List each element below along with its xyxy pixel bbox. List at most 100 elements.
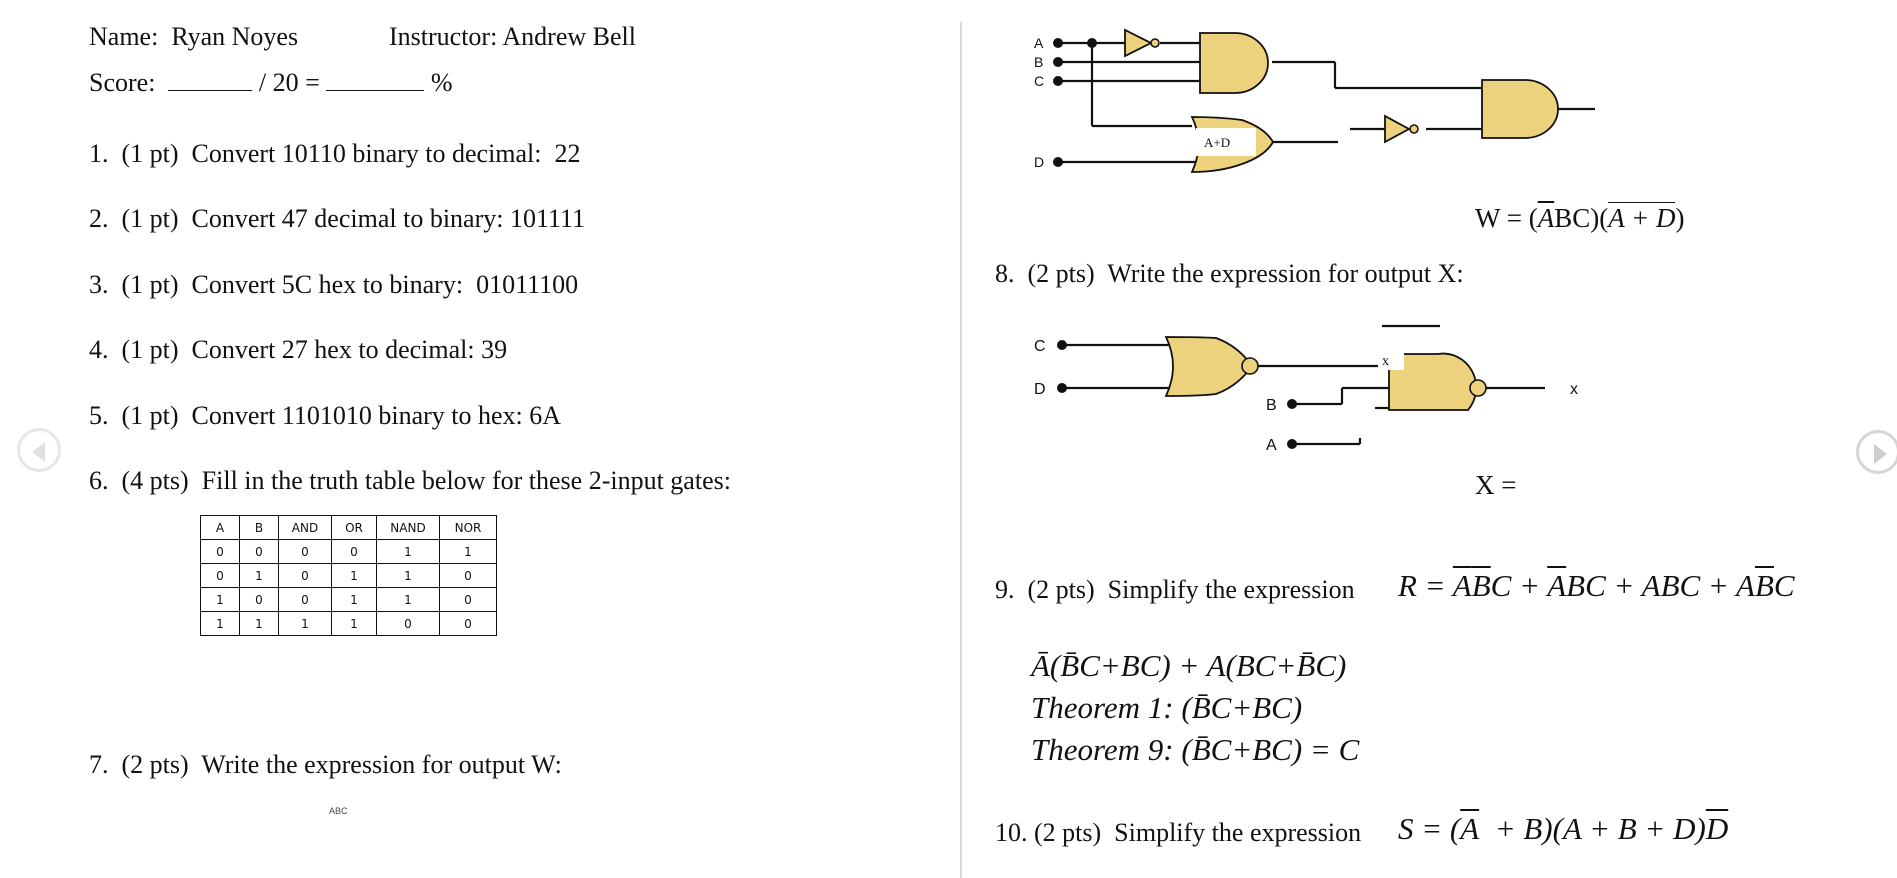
score-label: Score: (89, 68, 156, 97)
question-text: Fill in the truth table below for these … (201, 466, 731, 495)
question-number: 5. (89, 401, 109, 430)
column-header: B (239, 515, 279, 540)
score-total: / 20 = (258, 68, 320, 97)
input-label-b: B (1266, 397, 1277, 414)
table-cell: 0 (278, 539, 332, 564)
next-page-button[interactable] (1856, 430, 1897, 474)
q9-work-line-1: Ā(B̄C+BC) + A(BC+B̄C) (1031, 648, 1347, 683)
not-gate (1384, 114, 1419, 144)
input-node (1053, 38, 1063, 48)
question-text: Convert 47 decimal to binary: (191, 204, 504, 233)
instructor-label: Instructor: (389, 22, 498, 51)
question-answer: 39 (481, 335, 508, 364)
question-points: (1 pt) (121, 139, 179, 168)
question-answer: 6A (529, 401, 562, 430)
cropped-label: ABC (329, 806, 348, 816)
question-4: 4. (1 pt) Convert 27 hex to decimal: 39 (89, 335, 507, 365)
question-answer: 101111 (509, 204, 586, 233)
junction-node (1087, 38, 1097, 48)
question-number: 7. (89, 750, 109, 779)
input-node (1287, 439, 1297, 449)
name-label: Name: (89, 22, 159, 51)
table-cell: 1 (376, 539, 440, 564)
mid-label: x (1382, 354, 1389, 369)
expr-prefix: R = (1398, 568, 1453, 603)
question-8: 8. (2 pts) Write the expression for outp… (995, 259, 1464, 289)
q9-expression: R = ABC + ABC + ABC + ABC (1398, 568, 1795, 603)
question-2: 2. (1 pt) Convert 47 decimal to binary: … (89, 204, 585, 234)
input-label-c: C (1034, 338, 1046, 355)
table-cell: 1 (376, 587, 440, 612)
inversion-bubble (1469, 379, 1487, 397)
input-node (1057, 340, 1067, 350)
table-cell: 1 (439, 539, 497, 564)
and-gate (1481, 79, 1559, 139)
question-7: 7. (2 pts) Write the expression for outp… (89, 750, 562, 780)
table-cell: 0 (278, 563, 332, 588)
q10-expression: S = (A + B)(A + B + D)D (1398, 811, 1729, 846)
table-cell: 0 (200, 539, 240, 564)
column-header: OR (331, 515, 377, 540)
table-cell: 0 (439, 563, 497, 588)
chevron-left-icon (32, 442, 45, 462)
chevron-right-icon (1874, 444, 1887, 464)
question-text: Convert 1101010 binary to hex: (191, 401, 523, 430)
input-label-d: D (1034, 381, 1046, 398)
column-header: AND (278, 515, 332, 540)
question-number: 3. (89, 270, 109, 299)
name-value: Ryan Noyes (171, 22, 299, 51)
input-label-a: A (1034, 35, 1044, 51)
question-points: (2 pts) (1027, 259, 1095, 288)
input-label-c: C (1034, 73, 1044, 89)
label-box (1196, 128, 1256, 156)
or-gate-label: A+D (1204, 135, 1230, 150)
table-row: 0 0 0 0 1 1 (200, 539, 497, 564)
question-number: 1. (89, 139, 109, 168)
nand-gate (1388, 352, 1478, 411)
previous-page-button[interactable] (17, 428, 61, 472)
table-cell: 1 (200, 611, 240, 636)
question-number: 6. (89, 466, 109, 495)
instructor-value: Andrew Bell (502, 22, 636, 51)
input-node (1287, 399, 1297, 409)
table-header-row: A B AND OR NAND NOR (200, 515, 497, 540)
nor-gate (1164, 336, 1254, 397)
question-points: (1 pt) (121, 204, 179, 233)
truth-table: A B AND OR NAND NOR 0 0 0 0 1 1 0 1 0 1 … (200, 515, 497, 636)
question-text: Convert 27 hex to decimal: (191, 335, 475, 364)
question-points: (2 pts) (121, 750, 189, 779)
not-gate (1124, 28, 1160, 58)
question-points: (2 pts) (1034, 818, 1102, 847)
percent-sign: % (430, 68, 453, 97)
table-cell: 1 (331, 563, 377, 588)
table-cell: 0 (239, 539, 279, 564)
question-points: (1 pt) (121, 270, 179, 299)
input-node (1053, 76, 1063, 86)
column-header: NAND (376, 515, 440, 540)
expr-prefix: S = ( (1398, 811, 1461, 846)
table-cell: 0 (439, 611, 497, 636)
question-points: (1 pt) (121, 335, 179, 364)
question-answer: 01011100 (476, 270, 579, 299)
question-3: 3. (1 pt) Convert 5C hex to binary: 0101… (89, 270, 578, 300)
question-10: 10. (2 pts) Simplify the expression (995, 818, 1361, 848)
table-cell: 1 (278, 611, 332, 636)
x-answer: X = (1475, 470, 1517, 500)
inversion-bubble (1241, 357, 1259, 375)
question-9: 9. (2 pts) Simplify the expression (995, 575, 1355, 605)
question-text: Simplify the expression (1107, 575, 1355, 604)
question-text: Write the expression for output W: (201, 750, 562, 779)
table-cell: 1 (376, 563, 440, 588)
input-node (1053, 157, 1063, 167)
table-cell: 0 (376, 611, 440, 636)
answer-text: W = ( (1475, 203, 1538, 233)
output-label: x (1570, 381, 1578, 398)
table-row: 1 1 1 1 0 0 (200, 611, 497, 636)
answer-a-bar: A (1537, 203, 1555, 233)
question-6: 6. (4 pts) Fill in the truth table below… (89, 466, 731, 496)
question-text: Write the expression for output X: (1107, 259, 1464, 288)
input-label-a: A (1266, 437, 1277, 454)
question-number: 4. (89, 335, 109, 364)
table-cell: 1 (239, 611, 279, 636)
input-label-b: B (1034, 54, 1043, 70)
